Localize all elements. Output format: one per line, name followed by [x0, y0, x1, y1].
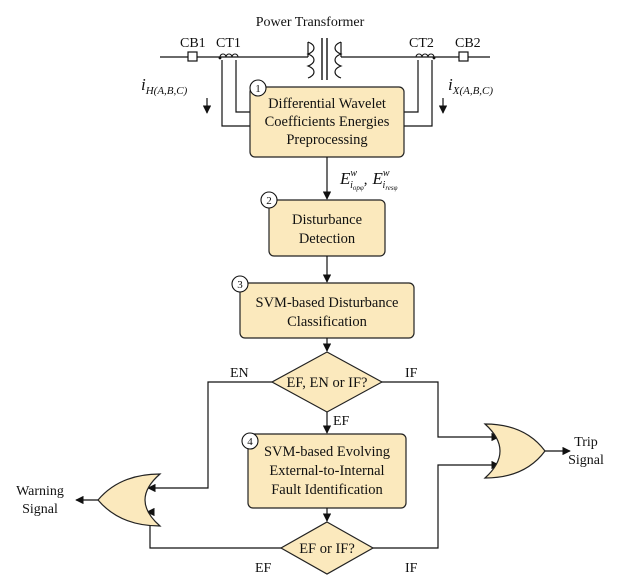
- branch-label-en: EN: [230, 366, 249, 381]
- step-number-circle: [260, 191, 278, 209]
- cb2-symbol: [458, 51, 469, 62]
- block-text-line: Coefficients Energies: [265, 114, 390, 130]
- cb2-label: CB2: [455, 36, 481, 51]
- transformer-schematic: Power Transformer CB1 CT1 CT2 CB2: [141, 15, 493, 127]
- warning-signal-label: Warning: [16, 484, 64, 499]
- current-label-x: iX(A,B,C): [448, 75, 493, 97]
- current-label-h: iH(A,B,C): [141, 75, 188, 97]
- step-number-circle: [231, 275, 249, 293]
- decision-1: EF, EN or IF?: [270, 351, 384, 413]
- branch-label-ef-1: EF: [333, 414, 350, 429]
- step-number: 1: [255, 83, 261, 95]
- power-transformer-label: Power Transformer: [256, 15, 365, 30]
- step-number-circle: [249, 79, 267, 97]
- branch-label-if-1: IF: [405, 366, 418, 381]
- block-text-line: SVM-based Disturbance: [256, 295, 399, 311]
- step-number: 4: [247, 436, 253, 448]
- block-text-line: Preprocessing: [286, 132, 367, 148]
- branch-label-ef-2: EF: [255, 561, 272, 576]
- block-svm-evolving: 4 SVM-based Evolving External-to-Interna…: [241, 432, 407, 509]
- block-text-line: Classification: [287, 314, 367, 330]
- cb1-symbol: [187, 51, 198, 62]
- block-text-line: External-to-Internal: [269, 463, 384, 479]
- wire-ef-to-warning: [146, 507, 281, 549]
- wire-if-2-to-trip: [373, 460, 500, 549]
- transformer-windings: [306, 38, 343, 80]
- block-text-line: Disturbance: [292, 212, 362, 228]
- decision-2-text: EF or IF?: [299, 541, 355, 557]
- cb1-label: CB1: [180, 36, 206, 51]
- block-svm-classification: 3 SVM-based Disturbance Classification: [231, 275, 415, 339]
- ct1-coil: [219, 53, 239, 58]
- step-number: 3: [237, 279, 243, 291]
- trip-signal-label: Signal: [568, 453, 604, 468]
- ct2-label: CT2: [409, 36, 434, 51]
- branch-label-if-2: IF: [405, 561, 418, 576]
- trip-or-gate: Trip Signal: [483, 423, 604, 479]
- block-text-line: Detection: [299, 231, 356, 247]
- warning-or-gate: Warning Signal: [16, 473, 162, 527]
- wire-if-to-trip: [382, 381, 500, 442]
- trip-signal-label: Trip: [574, 435, 598, 450]
- ct2-secondary-wiring: [404, 60, 433, 127]
- block-text-line: Differential Wavelet: [268, 96, 386, 112]
- decision-1-text: EF, EN or IF?: [287, 375, 368, 391]
- ct1-secondary-wiring: [221, 60, 250, 127]
- ct2-coil: [415, 53, 435, 58]
- wire-en-to-warning: [147, 381, 272, 493]
- ct1-label: CT1: [216, 36, 241, 51]
- block-disturbance-detection: 2 Disturbance Detection: [260, 191, 386, 257]
- block-text-line: SVM-based Evolving: [264, 444, 390, 460]
- decision-2: EF or IF?: [279, 521, 375, 575]
- step-number-circle: [241, 432, 259, 450]
- warning-signal-label: Signal: [22, 502, 58, 517]
- block-preprocessing: 1 Differential Wavelet Coefficients Ener…: [249, 79, 405, 158]
- block-text-line: Fault Identification: [271, 482, 383, 498]
- step-number: 2: [266, 195, 272, 207]
